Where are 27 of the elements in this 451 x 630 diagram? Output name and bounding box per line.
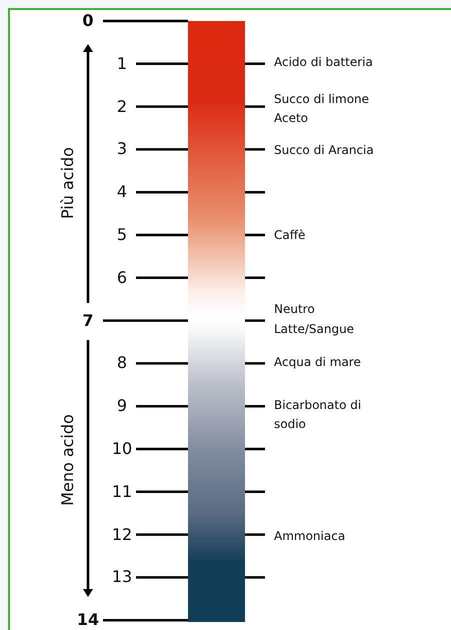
- substance-label: Acido di batteria: [274, 54, 373, 71]
- ph-value: 13: [112, 569, 132, 586]
- ph-value: 0: [82, 13, 94, 29]
- substance-label: Aceto: [274, 110, 308, 127]
- ph-value: 2: [116, 98, 128, 115]
- ph-value: 4: [116, 184, 128, 200]
- substance-label: Ammoniaca: [274, 528, 346, 545]
- ph-value: 5: [116, 227, 128, 243]
- ph-value: 11: [112, 484, 132, 500]
- substance-label: Succo di limone: [274, 91, 370, 108]
- ph-value: 7: [82, 312, 94, 329]
- axis-label: Meno acido: [60, 414, 76, 506]
- ph-value: 10: [112, 441, 132, 457]
- substance-label: Neutro: [274, 301, 315, 318]
- substance-label: Acqua di mare: [274, 354, 361, 371]
- ph-value: 14: [76, 612, 100, 628]
- ph-value: 3: [116, 141, 128, 158]
- ph-value: 1: [116, 56, 128, 72]
- ph-value: 8: [116, 355, 128, 372]
- axis-label: Più acido: [60, 147, 76, 219]
- ph-value: 6: [116, 270, 128, 286]
- ph-value: 12: [112, 526, 132, 543]
- substance-label: Succo di Arancia: [274, 142, 374, 159]
- substance-label: Caffè: [274, 227, 306, 244]
- substance-label: Latte/Sangue: [274, 321, 354, 338]
- ph-value: 9: [116, 398, 128, 414]
- substance-label: Bicarbonato di sodio: [274, 397, 362, 433]
